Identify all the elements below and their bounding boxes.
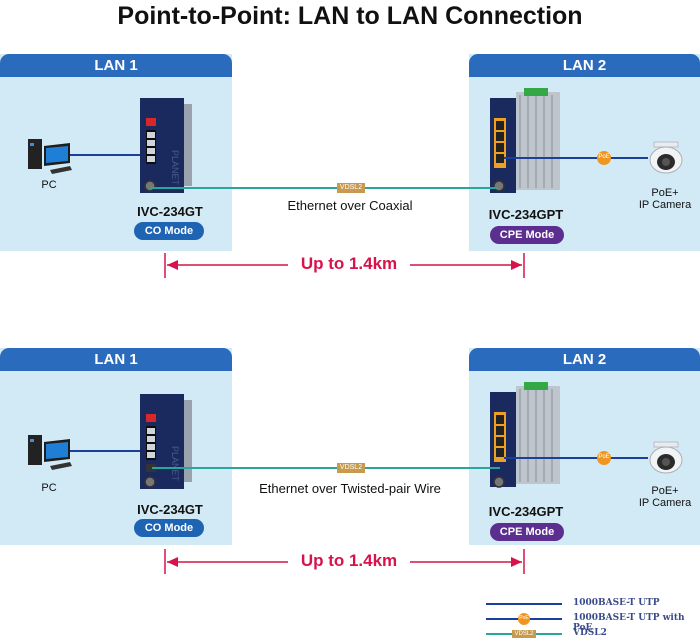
lan2-header: LAN 2 xyxy=(469,54,700,77)
ip-camera-icon xyxy=(649,141,683,174)
legend-poe-label: 1000BASE-T UTP with PoE xyxy=(573,613,685,633)
cpe-mode-badge: CPE Mode xyxy=(490,523,564,541)
legend-poe-marker-icon xyxy=(518,613,530,625)
media-label: Ethernet over Twisted-pair Wire xyxy=(259,481,441,496)
arrow-left-icon xyxy=(167,260,178,270)
distance-label: Up to 1.4km xyxy=(288,254,410,274)
legend-vdsl-marker-text: VDSL2 xyxy=(514,631,534,637)
legend-vdsl-marker xyxy=(512,630,536,638)
right-model-label: IVC-234GPT xyxy=(488,504,564,519)
legend-poe-marker-text: PoE xyxy=(519,615,529,621)
page-title: Point-to-Point: LAN to LAN Connection xyxy=(117,2,583,30)
vdsl-tag-bg xyxy=(337,183,365,193)
camera-label-line1: PoE+ xyxy=(651,485,679,497)
poe-tag: PoE xyxy=(598,454,610,460)
ivc-234gpt-device-icon xyxy=(490,88,560,193)
poe-marker-icon xyxy=(597,151,611,165)
lan2-header: LAN 2 xyxy=(469,348,700,371)
distance-label: Up to 1.4km xyxy=(288,551,410,571)
camera-label-line2: IP Camera xyxy=(638,497,692,509)
ip-camera-icon xyxy=(649,441,683,474)
pc-label: PC xyxy=(41,179,57,191)
arrow-right-icon xyxy=(511,260,522,270)
media-label: Ethernet over Coaxial xyxy=(287,198,413,213)
poe-marker-icon xyxy=(597,451,611,465)
legend-vdsl-label: VDSL2 xyxy=(573,628,607,638)
poe-tag: PoE xyxy=(598,154,610,160)
pc-icon xyxy=(28,435,72,470)
camera-label-line2: IP Camera xyxy=(638,199,692,211)
left-model-label: IVC-234GT xyxy=(137,502,203,517)
lan1-header: LAN 1 xyxy=(0,348,232,371)
vdsl-tag: VDSL2 xyxy=(339,464,363,471)
svg-text:PLANET: PLANET xyxy=(170,446,180,482)
ivc-234gt-device-icon: PLANET xyxy=(140,98,192,193)
camera-label-line1: PoE+ xyxy=(651,187,679,199)
right-model-label: IVC-234GPT xyxy=(488,207,564,222)
co-mode-badge: CO Mode xyxy=(134,519,204,537)
left-model-label: IVC-234GT xyxy=(137,204,203,219)
vdsl-tag: VDSL2 xyxy=(339,184,363,191)
arrow-right-icon xyxy=(511,557,522,567)
ivc-234gt-device-icon: PLANET xyxy=(140,394,192,489)
arrow-left-icon xyxy=(167,557,178,567)
lan1-header: LAN 1 xyxy=(0,54,232,77)
ivc-234gpt-device-icon xyxy=(490,382,560,488)
co-mode-badge: CO Mode xyxy=(134,222,204,240)
pc-label: PC xyxy=(41,482,57,494)
cpe-mode-badge: CPE Mode xyxy=(490,226,564,244)
svg-text:PLANET: PLANET xyxy=(170,150,180,186)
pc-icon xyxy=(28,139,72,174)
legend-utp-label: 1000BASE-T UTP xyxy=(573,598,660,608)
vdsl-tag-bg xyxy=(337,463,365,473)
